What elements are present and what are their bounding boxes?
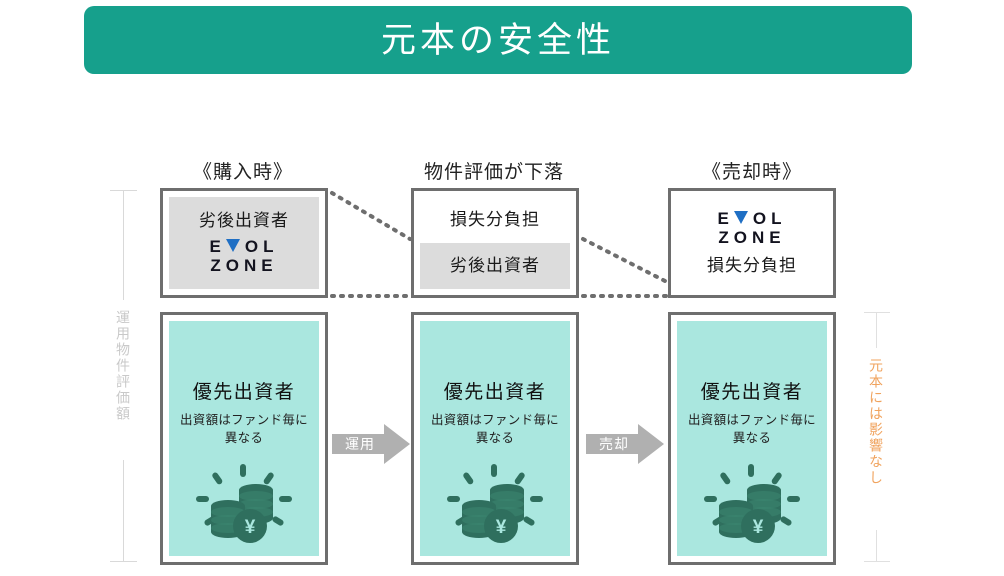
- preferred-investor-subtitle: 出資額はファンド毎に異なる: [687, 413, 816, 446]
- arrow-sale-label: 売却: [599, 436, 629, 452]
- right-axis-cap-bottom: [864, 561, 890, 562]
- column-header-valuation-drop: 物件評価が下落: [423, 162, 564, 183]
- preferred-investor-title: 優先出資者: [443, 382, 547, 403]
- bottom-box-valuation-drop: 優先出資者 出資額はファンド毎に異なる: [411, 312, 579, 565]
- loss-burden-label: 損失分負担: [450, 209, 540, 229]
- connector-col1-to-col2: [330, 191, 412, 298]
- left-axis-cap-top: [110, 190, 137, 191]
- coins-yen-icon-wrap: ¥: [420, 462, 570, 556]
- preferred-investor-title: 優先出資者: [700, 382, 804, 403]
- coins-yen-icon-wrap: ¥: [169, 462, 319, 556]
- left-axis-cap-bottom: [110, 561, 137, 562]
- arrow-operation-shape: [332, 424, 410, 464]
- preferred-investor-subtitle: 出資額はファンド毎に異なる: [179, 413, 308, 446]
- coins-yen-icon: ¥: [196, 464, 292, 543]
- subordinated-investor-cell: 劣後出資者: [420, 243, 570, 289]
- arrow-sale: 売却: [586, 424, 664, 464]
- left-axis-label-mask: [112, 300, 136, 460]
- arrow-sale-shape: [586, 424, 664, 464]
- evol-zone-logo-line2: ZONE: [210, 256, 278, 276]
- left-axis-label: 運用物件評価額: [115, 310, 131, 422]
- preferred-investor-subtitle: 出資額はファンド毎に異なる: [430, 413, 559, 446]
- preferred-investor-title: 優先出資者: [192, 382, 296, 403]
- svg-text:¥: ¥: [496, 517, 507, 538]
- coins-yen-icon: ¥: [704, 464, 800, 543]
- logo-triangle-icon: [733, 211, 748, 225]
- subordinated-investor-label: 劣後出資者: [199, 210, 289, 230]
- bottom-box-sale-content: 優先出資者 出資額はファンド毎に異なる: [677, 321, 827, 556]
- arrow-operation-label: 運用: [345, 436, 375, 452]
- logo-triangle-icon: [225, 239, 240, 253]
- header-banner: 元本の安全性: [84, 6, 912, 74]
- page-title: 元本の安全性: [380, 20, 615, 60]
- bottom-box-purchase-content: 優先出資者 出資額はファンド毎に異なる: [169, 321, 319, 556]
- right-axis-label: 元本には影響なし: [868, 358, 884, 486]
- coins-yen-icon-wrap: ¥: [677, 462, 827, 556]
- loss-burden-label: 損失分負担: [707, 256, 797, 276]
- right-axis-cap-top: [864, 312, 890, 313]
- right-axis-label-mask: [866, 348, 890, 530]
- svg-text:¥: ¥: [245, 517, 256, 538]
- top-box-valuation-drop-content: 損失分負担 劣後出資者: [420, 197, 570, 289]
- svg-text:¥: ¥: [753, 517, 764, 538]
- coins-yen-icon: ¥: [447, 464, 543, 543]
- bottom-box-sale: 優先出資者 出資額はファンド毎に異なる: [668, 312, 836, 565]
- top-box-valuation-drop: 損失分負担 劣後出資者: [411, 188, 579, 298]
- column-header-purchase: 《購入時》: [192, 162, 293, 183]
- bottom-box-valuation-drop-content: 優先出資者 出資額はファンド毎に異なる: [420, 321, 570, 556]
- column-header-sale: 《売却時》: [701, 162, 802, 183]
- subordinated-investor-label: 劣後出資者: [450, 255, 540, 275]
- bottom-box-purchase: 優先出資者 出資額はファンド毎に異なる: [160, 312, 328, 565]
- loss-burden-cell: 損失分負担: [420, 197, 570, 243]
- evol-zone-logo-line2: ZONE: [718, 228, 786, 248]
- arrow-operation: 運用: [332, 424, 410, 464]
- connector-col2-to-col3: [581, 237, 669, 298]
